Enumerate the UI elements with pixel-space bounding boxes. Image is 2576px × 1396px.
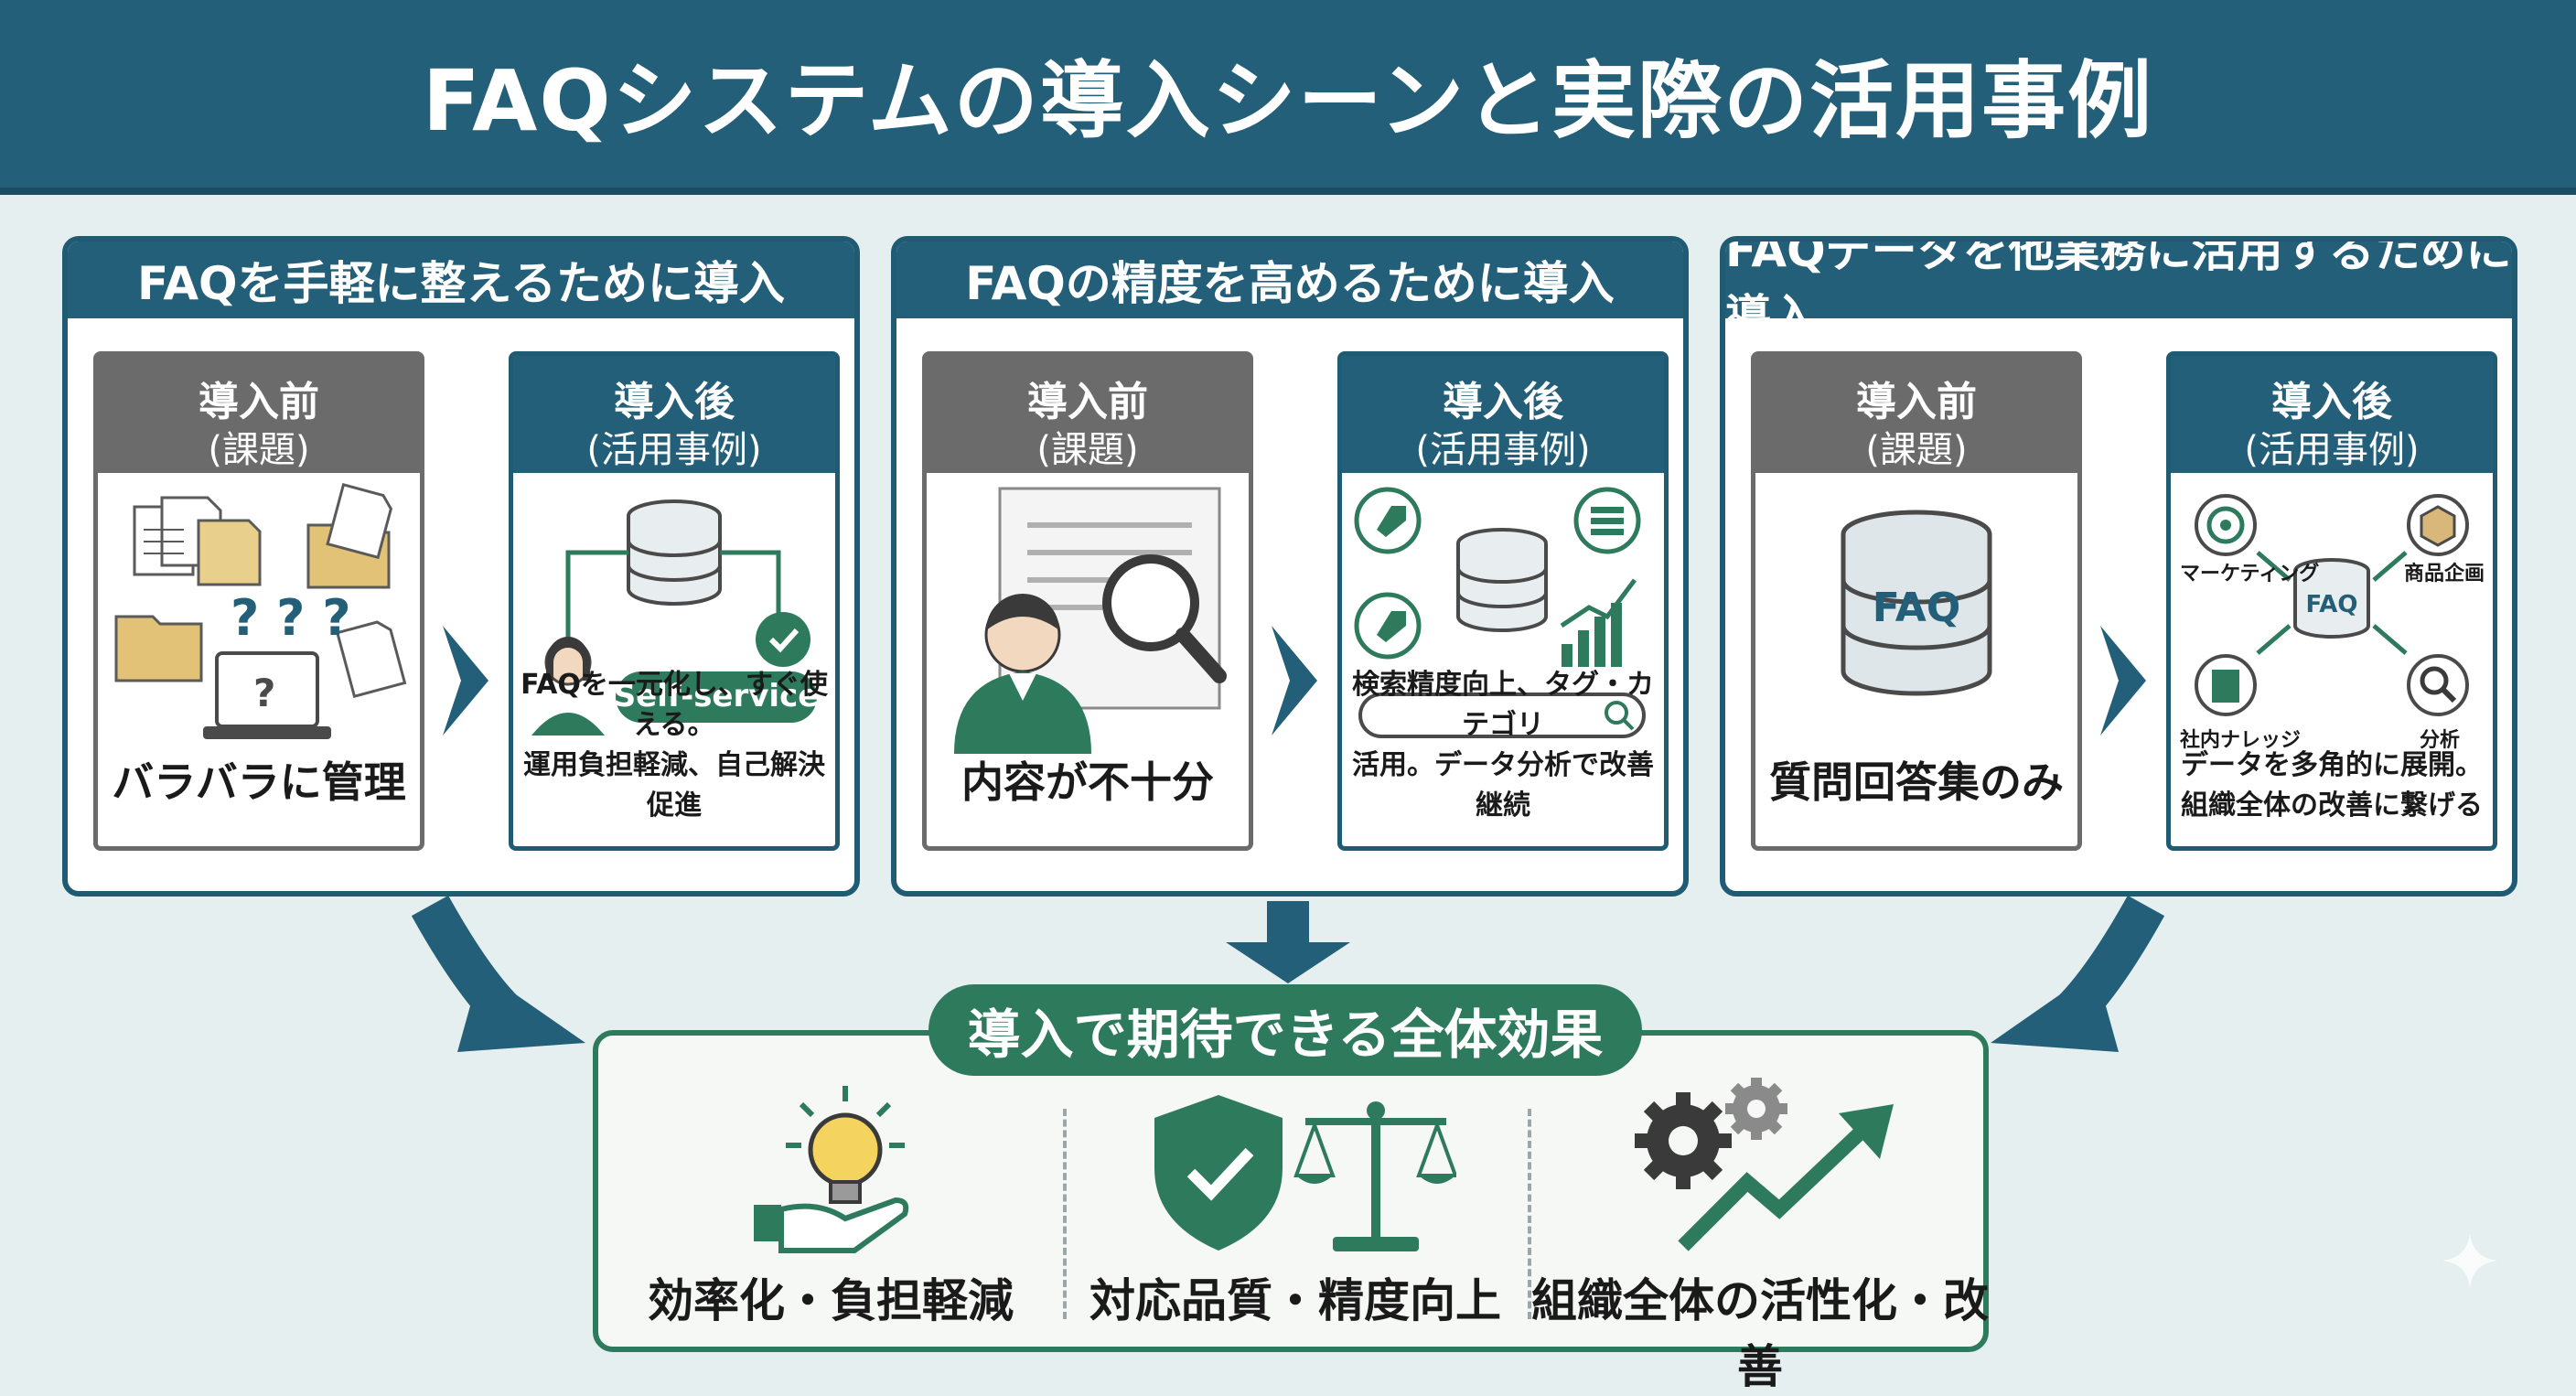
sparkle-icon (2442, 1233, 2497, 1288)
after-heading: 導入後 (614, 379, 735, 425)
divider (1063, 1109, 1067, 1319)
data-hub-network-icon: FAQ マーケティング 商品企画 社内ナレッジ 分析 (2180, 494, 2485, 752)
after-caption: データを多角的に展開。 組織全体の改善に繋げる (2171, 746, 2493, 826)
after-caption-line: データを多角的に展開。 (2181, 749, 2483, 781)
before-header: 導入前 (課題) (98, 356, 420, 473)
before-heading: 導入前 (199, 379, 319, 425)
after-caption-line: 組織全体の改善に繋げる (2181, 789, 2483, 821)
before-sub: (課題) (208, 429, 310, 471)
before-caption: 内容が不十分 (961, 757, 1214, 807)
faq-database-icon: FAQ (1841, 510, 1992, 696)
effect-label: 組織全体の活性化・改善 (1531, 1274, 1989, 1393)
before-column: 導入前 (課題) ? ? ? ? バラバラに管理 (93, 351, 424, 851)
shield-scale-icon (1154, 1095, 1456, 1251)
effects-box: 効率化・負担軽減 対応品質・精度向上 (593, 1030, 1992, 1393)
before-column: 導入前 (課題) FAQ 質問回答集のみ (1751, 351, 2082, 851)
node-internal-knowledge: 社内ナレッジ (2180, 728, 2301, 752)
after-sub: (活用事例) (1415, 429, 1591, 471)
header-bar: FAQシステムの導入シーンと実際の活用事例 (0, 0, 2576, 195)
after-caption: 検索精度向上、タグ・カテゴリ 活用。データ分析で改善継続 (1342, 665, 1664, 826)
person-magnifier-icon (954, 487, 1227, 754)
before-header: 導入前 (課題) (927, 356, 1249, 473)
effect-quality: 対応品質・精度向上 (1063, 1036, 1528, 1347)
after-column: 導入後 (活用事例) FAQ マーケティング 商品企画 社内ナレッ (2166, 351, 2497, 851)
before-heading: 導入前 (1856, 379, 1977, 425)
panel-title: FAQの精度を高めるために導入 (896, 242, 1683, 318)
panel-faq-accuracy: FAQの精度を高めるために導入 導入前 (課題) 内容が不十分 導入後 (活用事… (891, 236, 1689, 897)
effect-organization: 組織全体の活性化・改善 (1528, 1036, 1992, 1393)
after-header: 導入後 (活用事例) (1342, 356, 1664, 473)
divider (1528, 1109, 1531, 1319)
gears-growth-icon (1635, 1078, 1894, 1251)
after-caption-line: 検索精度向上、タグ・カテゴリ (1352, 669, 1654, 741)
before-caption: バラバラに管理 (112, 757, 406, 807)
hub-label: FAQ (2305, 591, 2357, 618)
chevron-right-icon (443, 626, 488, 736)
before-sub: (課題) (1865, 429, 1968, 471)
chevron-right-icon (2100, 626, 2146, 736)
self-service-badge: Self-service (614, 678, 820, 714)
search-tag-analytics-icon (1354, 487, 1646, 738)
effects-title: 導入で期待できる全体効果 (928, 984, 1642, 1076)
node-product-planning: 商品企画 (2404, 562, 2485, 585)
before-header: 導入前 (課題) (1755, 356, 2077, 473)
arrow-left-head (457, 970, 585, 1052)
panel-faq-setup: FAQを手軽に整えるために導入 導入前 (課題) ? ? ? ? バラバラに管理… (62, 236, 860, 897)
node-analysis: 分析 (2420, 729, 2460, 752)
node-marketing: マーケティング (2180, 562, 2319, 585)
after-caption: FAQを一元化し、すぐ使える。 運用負担軽減、自己解決促進 (513, 665, 835, 826)
svg-text:?: ? (253, 671, 275, 715)
effect-label: 効率化・負担軽減 (648, 1274, 1014, 1327)
database-selfservice-icon: Self-service (531, 499, 820, 736)
after-sub: (活用事例) (2244, 429, 2420, 471)
after-sub: (活用事例) (586, 429, 762, 471)
scattered-files-icon: ? ? ? ? (114, 483, 407, 739)
effect-efficiency: 効率化・負担軽減 (598, 1036, 1063, 1347)
before-heading: 導入前 (1027, 379, 1148, 425)
after-column: 導入後 (活用事例) Self-service FAQを一元化し、すぐ使える。 … (509, 351, 840, 851)
panel-title: FAQを手軽に整えるために導入 (68, 242, 854, 318)
after-header: 導入後 (活用事例) (513, 356, 835, 473)
before-caption: 質問回答集のみ (1769, 757, 2064, 807)
after-header: 導入後 (活用事例) (2171, 356, 2493, 473)
page-title: FAQシステムの導入シーンと実際の活用事例 (422, 52, 2154, 150)
before-column: 導入前 (課題) 内容が不十分 (922, 351, 1253, 851)
panel-faq-data-reuse: FAQデータを他業務に活用するために導入 導入前 (課題) FAQ 質問回答集の… (1720, 236, 2517, 897)
svg-text:? ? ?: ? ? ? (231, 589, 351, 647)
after-caption-line: 運用負担軽減、自己解決促進 (523, 749, 825, 821)
after-heading: 導入後 (2271, 379, 2392, 425)
after-caption-line: FAQを一元化し、すぐ使える。 (521, 669, 828, 741)
after-caption-line: 活用。データ分析で改善継続 (1352, 749, 1654, 821)
before-sub: (課題) (1036, 429, 1139, 471)
effect-label: 対応品質・精度向上 (1089, 1274, 1501, 1327)
after-heading: 導入後 (1443, 379, 1563, 425)
after-column: 導入後 (活用事例) 検索精度向上、タグ・カテゴリ 活用。データ分析で改善継続 (1337, 351, 1669, 851)
faq-db-label: FAQ (1873, 585, 1960, 631)
arrow-center-head (1226, 942, 1350, 983)
panel-title: FAQデータを他業務に活用するために導入 (1725, 236, 2512, 343)
lightbulb-hand-icon (754, 1086, 909, 1253)
arrow-center-shaft (1267, 901, 1309, 947)
arrow-right-head (1991, 970, 2119, 1052)
chevron-right-icon (1272, 626, 1317, 736)
